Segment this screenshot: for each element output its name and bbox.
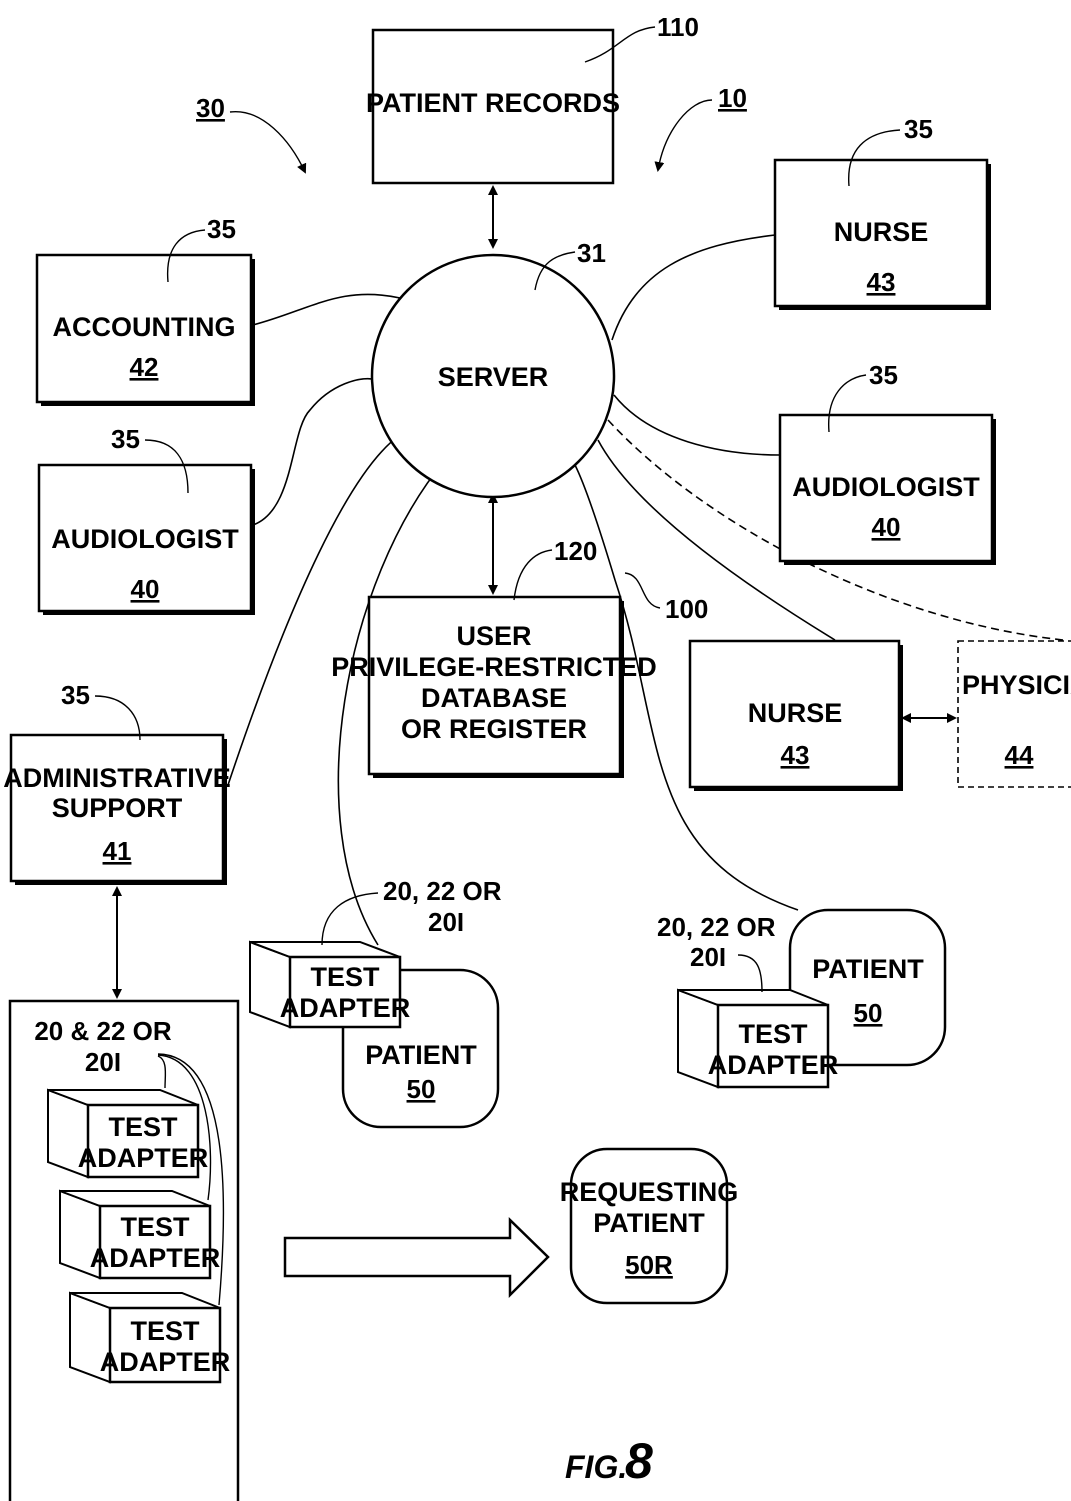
leader-line	[534, 251, 576, 291]
patient-right-label: PATIENT	[812, 954, 924, 984]
ref-10: 10	[718, 83, 747, 113]
figure-caption-prefix: FIG.	[565, 1449, 627, 1485]
database-line-2: PRIVILEGE-RESTRICTED	[331, 652, 657, 682]
leader-line	[828, 374, 867, 433]
test-adapter-stack-2: TEST ADAPTER	[59, 1189, 221, 1280]
requesting-patient-line-2: PATIENT	[593, 1208, 705, 1238]
leader-line	[737, 954, 763, 993]
leader-line	[144, 439, 189, 494]
patient-right-number: 50	[854, 998, 883, 1028]
ref-10-arrow	[654, 99, 713, 172]
ref-120: 120	[554, 536, 597, 566]
ref-100: 100	[665, 594, 708, 624]
adapter-stack-panel: 20 & 22 OR 20I TEST ADAPTER TEST ADAPTER…	[8, 999, 240, 1501]
device-ref-mid-1: 20, 22 OR	[383, 876, 502, 906]
accounting-number: 42	[130, 352, 159, 382]
server-node: SERVER	[370, 253, 616, 499]
leader-line	[848, 129, 901, 187]
physician-station: PHYSICIAN 44	[957, 640, 1071, 788]
test-adapter-right: TEST ADAPTER	[677, 988, 839, 1089]
ref-35: 35	[111, 424, 140, 454]
leader-line	[321, 892, 379, 946]
figure-caption-number: 8	[625, 1433, 653, 1489]
user-privilege-database: USER PRIVILEGE-RESTRICTED DATABASE OR RE…	[331, 595, 657, 778]
adapter-label-1: TEST	[310, 962, 380, 992]
ref-31: 31	[577, 238, 606, 268]
test-adapter-stack-1: TEST ADAPTER	[47, 1088, 209, 1179]
server-label: SERVER	[438, 362, 549, 392]
adapter-stack-ref-1: 20 & 22 OR	[34, 1016, 172, 1046]
admin-line-1: ADMINISTRATIVE	[3, 763, 231, 793]
nurse-station-mid: NURSE 43	[688, 639, 903, 791]
adapter-label-1: TEST	[120, 1212, 190, 1242]
figure-caption: FIG. 8	[565, 1433, 653, 1489]
adapter-label-2: ADAPTER	[100, 1347, 231, 1377]
audiologist-right-label: AUDIOLOGIST	[792, 472, 980, 502]
accounting-label: ACCOUNTING	[53, 312, 236, 342]
adapter-stack-ref-2: 20I	[85, 1047, 121, 1077]
leader-line	[94, 695, 141, 741]
nurse-top-number: 43	[867, 267, 896, 297]
leader-line	[157, 1054, 212, 1201]
audiologist-station-right: AUDIOLOGIST 40	[778, 413, 996, 565]
ref-35: 35	[61, 680, 90, 710]
audiologist-right-number: 40	[872, 512, 901, 542]
delivery-arrow	[283, 1217, 550, 1299]
device-ref-right-1: 20, 22 OR	[657, 912, 776, 942]
test-adapter-stack-3: TEST ADAPTER	[69, 1291, 231, 1384]
nurse-mid-number: 43	[781, 740, 810, 770]
adapter-label-1: TEST	[738, 1019, 808, 1049]
leader-line	[157, 1055, 167, 1089]
device-ref-mid-2: 20I	[428, 907, 464, 937]
patient-records-label: PATIENT RECORDS	[366, 88, 620, 118]
patient-mid-label: PATIENT	[365, 1040, 477, 1070]
adapter-label-1: TEST	[130, 1316, 200, 1346]
adapter-label-2: ADAPTER	[90, 1243, 221, 1273]
audiologist-left-label: AUDIOLOGIST	[51, 524, 239, 554]
physician-label: PHYSICIAN	[962, 670, 1071, 700]
leader-line	[584, 26, 656, 63]
database-line-1: USER	[456, 621, 531, 651]
ref-110: 110	[657, 12, 699, 42]
audiologist-station-left: AUDIOLOGIST 40	[37, 463, 255, 615]
leader-line	[166, 229, 206, 283]
leader-line	[513, 549, 553, 601]
database-line-4: OR REGISTER	[401, 714, 587, 744]
ref-35: 35	[904, 114, 933, 144]
device-ref-right-2: 20I	[690, 942, 726, 972]
test-adapter-mid: TEST ADAPTER	[249, 940, 411, 1029]
adapter-label-1: TEST	[108, 1112, 178, 1142]
leader-line	[624, 572, 661, 609]
requesting-patient-node: REQUESTING PATIENT 50R	[560, 1147, 739, 1305]
nurse-mid-label: NURSE	[748, 698, 843, 728]
leader-line	[157, 1053, 225, 1306]
admin-number: 41	[103, 836, 132, 866]
adapter-label-2: ADAPTER	[78, 1143, 209, 1173]
patient-records-box: PATIENT RECORDS	[366, 28, 620, 185]
ref-35: 35	[869, 360, 898, 390]
requesting-patient-number: 50R	[625, 1250, 673, 1280]
audiologist-left-number: 40	[131, 574, 160, 604]
adapter-label-2: ADAPTER	[708, 1050, 839, 1080]
administrative-support-station: ADMINISTRATIVE SUPPORT 41	[3, 733, 231, 885]
accounting-station: ACCOUNTING 42	[35, 253, 255, 406]
ref-30-arrow	[229, 111, 307, 174]
adapter-label-2: ADAPTER	[280, 993, 411, 1023]
network-connections	[227, 234, 1064, 946]
patient-mid-number: 50	[407, 1074, 436, 1104]
requesting-patient-line-1: REQUESTING	[560, 1177, 739, 1207]
admin-line-2: SUPPORT	[52, 793, 183, 823]
ref-30: 30	[196, 93, 225, 123]
nurse-top-label: NURSE	[834, 217, 929, 247]
database-line-3: DATABASE	[421, 683, 567, 713]
nurse-station-top: NURSE 43	[773, 158, 991, 310]
ref-35: 35	[207, 214, 236, 244]
physician-number: 44	[1005, 740, 1034, 770]
